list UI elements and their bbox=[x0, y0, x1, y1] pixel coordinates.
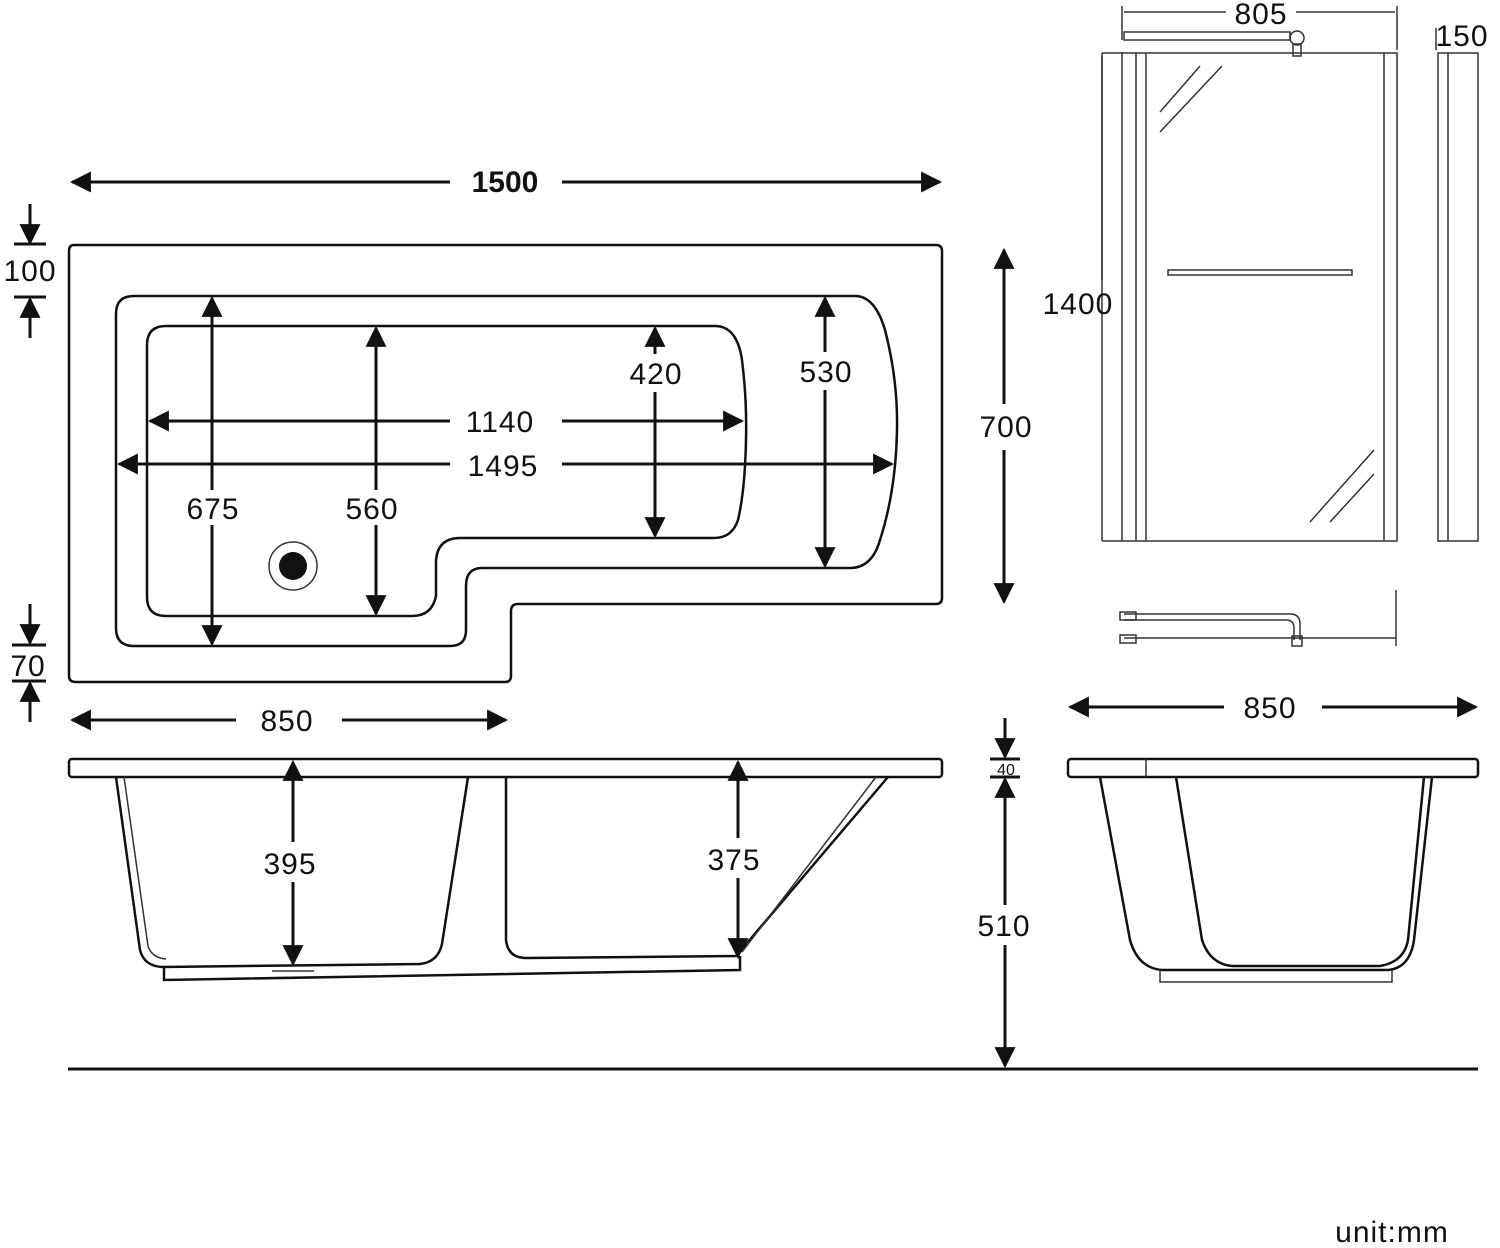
dim-end-width: 850 bbox=[1243, 692, 1296, 725]
screen-plan-view bbox=[1119, 590, 1397, 647]
basin-floor bbox=[145, 324, 748, 618]
glass-reflection-3 bbox=[1309, 449, 1375, 523]
dim-depth-right: 375 bbox=[707, 844, 760, 877]
end-view: 850 bbox=[1066, 692, 1480, 983]
dim-screen-depth: 150 bbox=[1435, 20, 1488, 53]
screen-top-bar bbox=[1123, 31, 1291, 41]
end-basin-outer bbox=[1098, 776, 1434, 972]
dim-basin-width-mid: 560 bbox=[345, 493, 398, 526]
plan-view: 1500 100 70 700 1140 1495 675 560 bbox=[3, 166, 1032, 738]
end-base bbox=[1159, 970, 1393, 983]
bath-outer-outline bbox=[67, 243, 944, 684]
screen-plan-hinge bbox=[1291, 635, 1303, 647]
screen-towel-rail bbox=[1167, 269, 1353, 276]
screen-plan-arm bbox=[1124, 613, 1301, 640]
bath-inner-rim bbox=[114, 294, 899, 648]
dim-deck-bottom: 70 bbox=[10, 650, 45, 683]
glass-reflection-4 bbox=[1329, 473, 1375, 523]
dim-basin-width-left: 675 bbox=[186, 493, 239, 526]
screen-plan-wall-bracket bbox=[1119, 611, 1137, 621]
end-rim bbox=[1066, 757, 1480, 779]
screen-side-profile bbox=[1437, 52, 1479, 542]
side-view: 395 375 40 510 bbox=[67, 718, 1478, 1071]
side-basin-right-inner bbox=[741, 776, 877, 953]
side-basin-left-inner bbox=[123, 776, 167, 960]
glass-reflection-1 bbox=[1159, 65, 1201, 113]
glass-reflection-2 bbox=[1159, 65, 1223, 133]
drain-ring bbox=[268, 541, 318, 591]
dim-deck-top: 100 bbox=[3, 255, 56, 288]
screen-hinge-knob bbox=[1289, 30, 1305, 46]
dim-overall-width: 700 bbox=[979, 411, 1032, 444]
dim-basin-width-narrow: 420 bbox=[629, 358, 682, 391]
dim-depth-left: 395 bbox=[263, 848, 316, 881]
end-basin-inner bbox=[1174, 776, 1426, 968]
side-basin-right bbox=[504, 776, 889, 960]
side-rim bbox=[67, 757, 944, 779]
dim-bath-length: 1495 bbox=[468, 450, 539, 483]
dim-screen-width: 805 bbox=[1234, 0, 1287, 31]
dim-screen-height: 1400 bbox=[1043, 288, 1114, 321]
side-base bbox=[162, 956, 742, 982]
dim-narrow-end-length: 850 bbox=[260, 705, 313, 738]
screen-hinge-stem bbox=[1292, 43, 1302, 57]
screen-plan-arm-lower bbox=[1124, 619, 1295, 640]
screen-plan-wall-profile bbox=[1119, 634, 1137, 644]
dim-inner-length: 1140 bbox=[466, 406, 535, 439]
dim-rim-thickness: 40 bbox=[997, 762, 1015, 779]
drain-icon bbox=[279, 552, 307, 580]
screen-frame bbox=[1121, 52, 1398, 542]
dim-overall-length: 1500 bbox=[472, 166, 539, 199]
shower-screen-view: 805 1400 150 bbox=[1043, 0, 1488, 647]
dim-height-to-rim: 510 bbox=[977, 910, 1030, 943]
unit-label: unit:mm bbox=[1335, 1216, 1449, 1248]
dim-basin-width-shower: 530 bbox=[799, 356, 852, 389]
